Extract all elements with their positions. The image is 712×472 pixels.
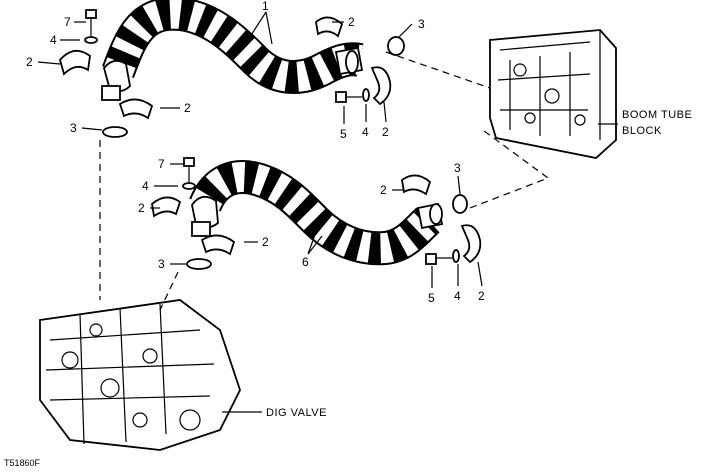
boom-tube-block-label-1: BOOM TUBE (622, 109, 692, 121)
callout-2-upper-left: 2 (26, 55, 33, 69)
o-ring-upper-left (102, 126, 128, 138)
washer-upper (84, 36, 98, 44)
callout-3-lower-left: 3 (158, 257, 165, 271)
dig-valve-label: DIG VALVE (266, 407, 327, 419)
callout-3-upper-right: 3 (418, 17, 425, 31)
callout-4-lower-right: 4 (454, 289, 461, 303)
callout-2-upper-right: 2 (382, 125, 389, 139)
callout-4-lower-left: 4 (142, 179, 149, 193)
callout-2-lower-right: 2 (478, 289, 485, 303)
callout-4-upper-right: 4 (362, 125, 369, 139)
boom-tube-block-label-2: BLOCK (622, 125, 662, 137)
callout-5-upper: 5 (340, 127, 347, 141)
callout-3-lower-right: 3 (454, 161, 461, 175)
upper-hose (101, 0, 364, 101)
o-ring-upper-right (387, 36, 405, 56)
lower-hardware (151, 157, 482, 270)
bolt-head-upper (85, 9, 97, 19)
dig-valve (39, 299, 241, 451)
clamp-half-upper-bottom (118, 98, 154, 120)
component-labels: BOOM TUBE BLOCK DIG VALVE T51860F (4, 109, 692, 468)
callout-5-lower: 5 (428, 291, 435, 305)
callout-2-upper-top: 2 (348, 15, 355, 29)
clamp-half-upper-left (58, 50, 91, 76)
figure-code: T51860F (4, 458, 41, 467)
callout-2-lower-bottom: 2 (262, 235, 269, 249)
boom-tube-block (489, 29, 617, 159)
upper-hardware (58, 9, 405, 138)
callout-1: 1 (262, 0, 269, 13)
callout-4-upper-left: 4 (50, 33, 57, 47)
callout-2-upper-bottom: 2 (184, 101, 191, 115)
callout-6: 6 (302, 255, 309, 269)
callout-7-lower: 7 (158, 157, 165, 171)
callout-2-lower-top: 2 (380, 183, 387, 197)
clamp-half-upper-top (315, 16, 344, 38)
callout-7-upper: 7 (64, 15, 71, 29)
lower-hose (189, 160, 444, 266)
callout-3-upper-left: 3 (70, 121, 77, 135)
clamp-half-upper-right (370, 66, 392, 106)
connection-lines (99, 51, 618, 413)
leader-lines (37, 11, 483, 288)
callout-numbers: 1 7 4 2 2 3 2 3 5 4 2 7 4 2 2 3 2 3 6 5 … (26, 0, 485, 305)
callout-2-lower-left: 2 (138, 201, 145, 215)
